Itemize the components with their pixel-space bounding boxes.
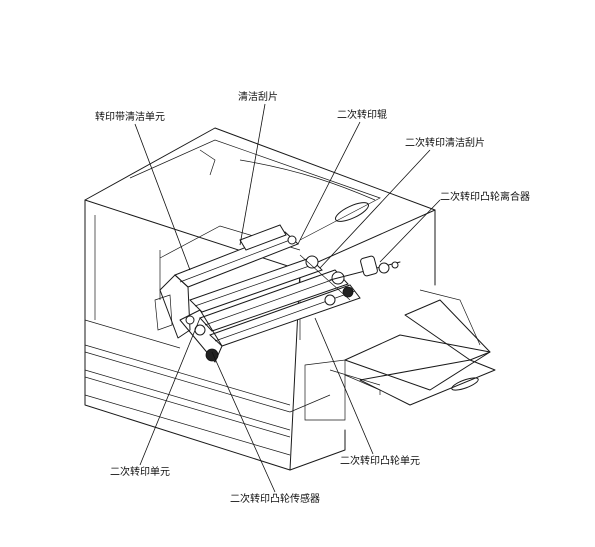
transfer-assembly: [154, 224, 401, 363]
label-cam-clutch: 二次转印凸轮离合器: [440, 192, 530, 203]
label-secondary-unit: 二次转印单元: [110, 467, 170, 478]
label-cam-sensor: 二次转印凸轮传感器: [230, 494, 320, 505]
label-secondary-cleaning-blade: 二次转印清洁刮片: [405, 138, 485, 149]
label-cam-unit: 二次转印凸轮单元: [340, 456, 420, 467]
leader-lines: [134, 103, 441, 493]
label-cleaning-blade: 清洁刮片: [238, 92, 278, 103]
printer-body: [84, 127, 436, 471]
label-belt-cleaner: 转印带清洁单元: [95, 112, 165, 123]
output-tray: [304, 289, 496, 421]
label-secondary-roller: 二次转印辊: [337, 110, 387, 121]
